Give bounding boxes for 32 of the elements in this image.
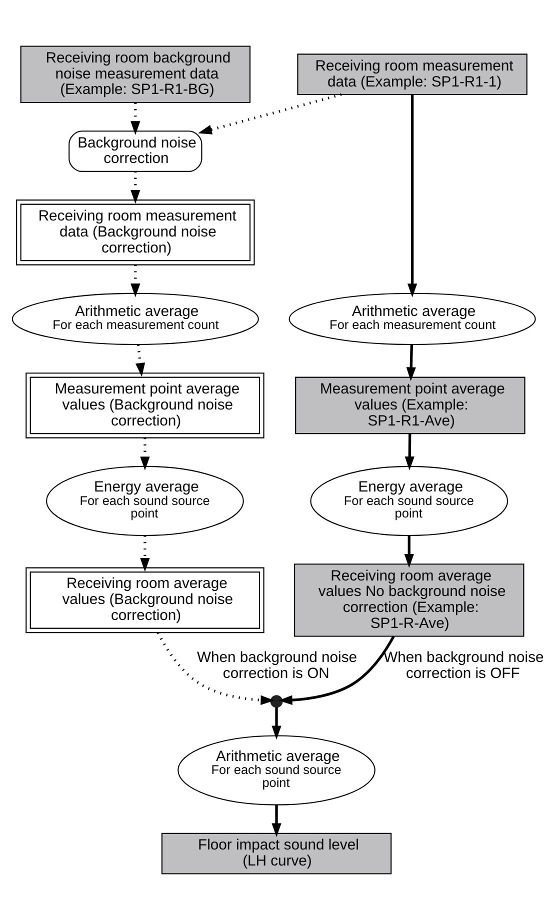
arrow [406, 344, 416, 381]
arrow [140, 438, 150, 470]
node-box: Measurement point average values (Example: SP1-R1-Ave) [295, 376, 526, 434]
node-box: Receiving room average values No background noise correction (Example: SP1-R-Ave) [294, 563, 524, 636]
arrow [272, 804, 282, 837]
arrow [407, 94, 418, 297]
node-ellipse: Arithmetic average For each measurement count [288, 292, 536, 345]
arrow [130, 264, 140, 297]
arrow [130, 170, 140, 204]
node-box: Measurement point average values (Background noise correction) [26, 372, 264, 438]
node-box: Background noise correction [68, 130, 202, 172]
edge-label: When background noise correction is ON [196, 649, 358, 682]
node-box: Receiving room average values (Background noise correction) [26, 566, 264, 633]
node-ellipse: Energy average For each sound source point [310, 465, 508, 536]
node-ellipse: Arithmetic average For each sound source point [178, 734, 376, 805]
arrow [272, 706, 282, 740]
node-box: Floor impact sound level (LH curve) [161, 832, 392, 874]
arrow [278, 635, 395, 704]
arrow [404, 434, 414, 470]
edge-label: When background noise correction is OFF [384, 649, 544, 682]
arrow [140, 535, 150, 572]
node-box: Receiving room background noise measurement data (Example: SP1-R1-BG) [20, 45, 251, 102]
arrow [135, 344, 146, 376]
arrow [130, 102, 140, 134]
node-box: Receiving room measurement data (Background noise correction) [16, 199, 255, 265]
node-ellipse: Energy average For each sound source point [46, 465, 244, 536]
arrow [198, 92, 342, 134]
node-ellipse: Arithmetic average For each measurement count [12, 292, 259, 345]
node-box: Receiving room measurement data (Example: SP1-R1-1) [297, 53, 528, 95]
node-circle [270, 694, 283, 708]
arrow [156, 632, 275, 704]
arrow [404, 535, 414, 568]
